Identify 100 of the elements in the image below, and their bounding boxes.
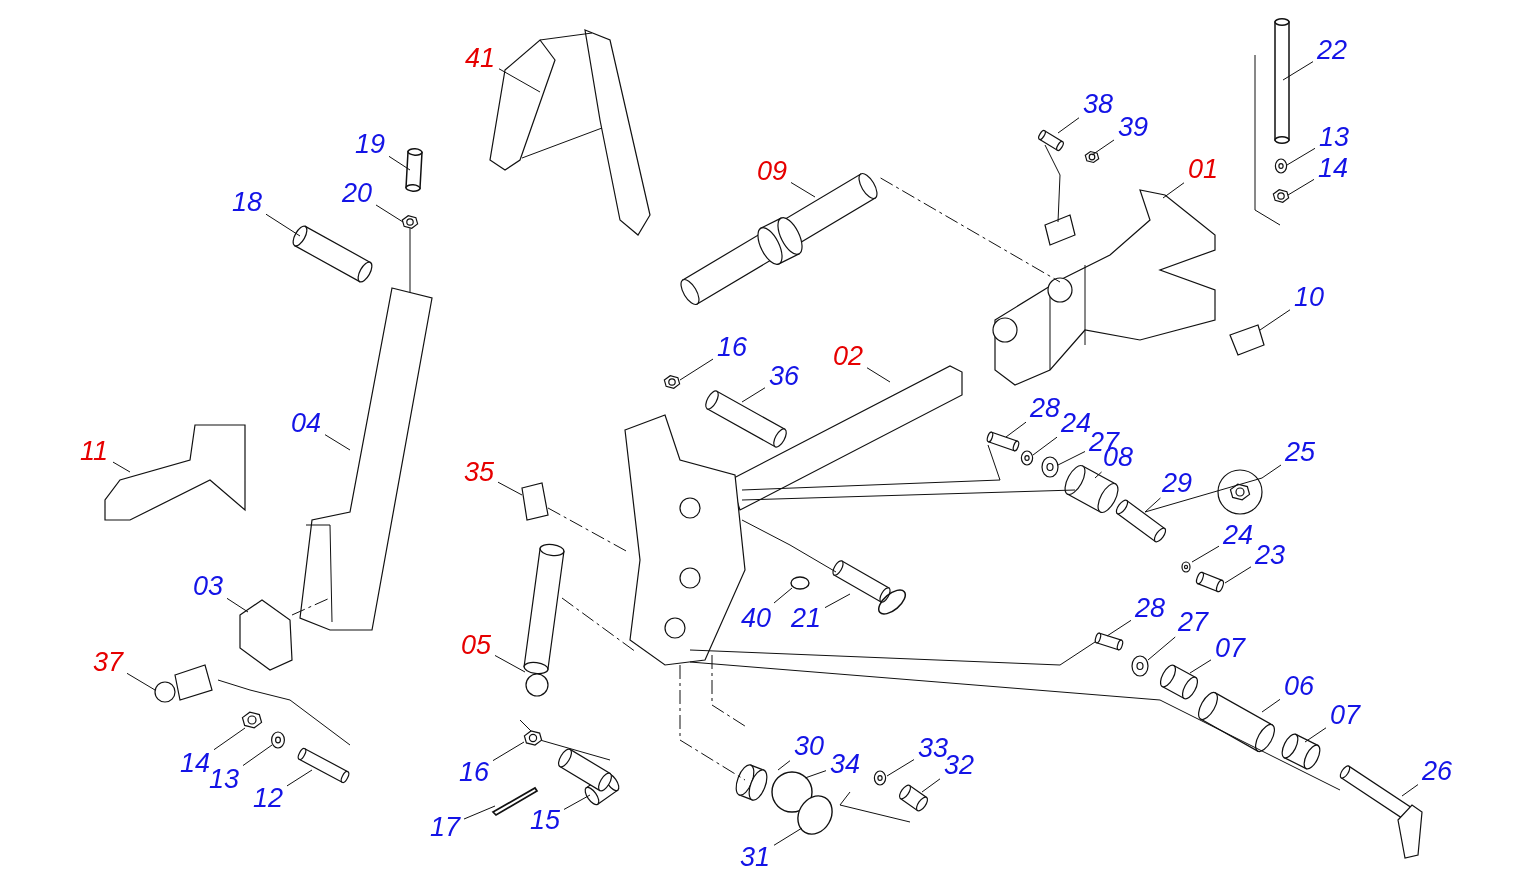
center-line	[291, 597, 331, 616]
assembly-line	[689, 641, 1096, 666]
center-line	[561, 597, 637, 653]
leader-line	[1057, 451, 1086, 466]
bushing-drawing	[1064, 464, 1119, 514]
callout-number: 18	[228, 187, 266, 217]
beam-drawing	[624, 365, 963, 666]
callout-number: 30	[790, 731, 828, 761]
bracket-drawing	[104, 424, 246, 521]
callout-number: 04	[287, 408, 325, 438]
cover-plate-drawing	[797, 795, 833, 835]
leader-line	[286, 769, 313, 787]
leader-line	[1286, 147, 1316, 166]
pin-drawing	[557, 748, 620, 806]
callout-number: 25	[1281, 437, 1319, 467]
leader-line	[741, 387, 766, 403]
assembly-line	[741, 519, 837, 573]
bolt-drawing	[405, 148, 423, 192]
callout-number: 28	[1026, 393, 1064, 423]
leader-line	[824, 593, 851, 609]
callout-number: 03	[189, 571, 227, 601]
assembly-line	[689, 661, 1341, 791]
flange-drawing	[521, 482, 549, 521]
callout-number: 14	[176, 748, 214, 778]
leader-line	[112, 461, 131, 473]
callout-number: 31	[736, 842, 774, 872]
leader-line	[1189, 659, 1212, 674]
leader-line	[1032, 436, 1058, 456]
callout-number: 29	[1158, 468, 1196, 498]
leader-line	[388, 155, 411, 171]
nut-drawing	[401, 215, 419, 229]
leader-line	[679, 358, 714, 381]
leader-line	[1261, 698, 1281, 713]
callout-number: 27	[1174, 607, 1212, 637]
leader-line	[463, 805, 496, 820]
leader-line	[1162, 182, 1185, 199]
leader-line	[265, 213, 301, 237]
callout-number: 28	[1131, 593, 1169, 623]
pin-drawing	[1339, 765, 1423, 859]
leader-line	[226, 597, 249, 613]
leader-line	[1057, 117, 1080, 134]
leader-line	[494, 654, 526, 673]
leader-line	[242, 744, 273, 767]
pin-drawing	[832, 560, 907, 615]
leader-line	[1147, 636, 1176, 661]
leader-line	[804, 770, 827, 779]
callout-number: 19	[351, 129, 389, 159]
bolt-drawing	[1196, 571, 1224, 593]
leader-line	[1091, 139, 1115, 156]
callout-number: 07	[1326, 700, 1364, 730]
pin-drawing	[1274, 18, 1290, 144]
callout-number: 01	[1184, 154, 1222, 184]
nut-drawing	[1272, 189, 1290, 203]
disc-drawing	[735, 764, 768, 801]
callout-number: 12	[249, 783, 287, 813]
center-line	[547, 507, 629, 553]
leader-line	[126, 672, 156, 691]
leader-line	[492, 741, 525, 762]
assembly-line	[741, 489, 1076, 501]
leader-line	[777, 760, 791, 771]
callout-number: 13	[1315, 122, 1353, 152]
swivel-drawing	[154, 664, 213, 703]
leader-line	[1304, 727, 1327, 743]
nut-drawing	[1084, 150, 1100, 164]
leader-line	[773, 827, 803, 846]
nut-drawing	[523, 730, 543, 746]
callout-number: 11	[75, 436, 113, 466]
washer-drawing	[1131, 655, 1149, 677]
washer-drawing	[1181, 561, 1191, 573]
callout-number: 02	[829, 341, 867, 371]
callout-number: 26	[1418, 756, 1456, 786]
callout-number: 14	[1314, 153, 1352, 183]
frame-drawing	[992, 189, 1216, 386]
leader-line	[1106, 619, 1132, 637]
leader-line	[563, 794, 591, 810]
bolt-drawing	[297, 747, 350, 784]
callout-number: 22	[1313, 35, 1351, 65]
washer-drawing	[271, 731, 285, 749]
leader-line	[1191, 545, 1220, 563]
leader-line	[324, 434, 351, 451]
bracket-drawing	[239, 599, 293, 671]
leader-line	[1287, 178, 1315, 196]
leader-line	[1144, 497, 1161, 513]
assembly-line	[409, 227, 411, 293]
callout-number: 15	[526, 805, 564, 835]
callout-number: 39	[1114, 112, 1152, 142]
bolt-drawing	[1038, 129, 1064, 152]
hydraulic-cylinder-drawing	[523, 543, 565, 697]
callout-number: 06	[1280, 671, 1318, 701]
callout-number: 38	[1079, 89, 1117, 119]
callout-number: 36	[765, 361, 803, 391]
callout-number: 10	[1290, 282, 1328, 312]
callout-number: 16	[713, 332, 751, 362]
bolt-drawing	[1094, 632, 1124, 651]
leader-line	[1261, 464, 1282, 479]
leader-line	[773, 587, 793, 604]
leader-line	[213, 727, 246, 751]
callout-number: 41	[461, 43, 499, 73]
nut-drawing	[241, 711, 263, 729]
leader-line	[1094, 471, 1103, 479]
